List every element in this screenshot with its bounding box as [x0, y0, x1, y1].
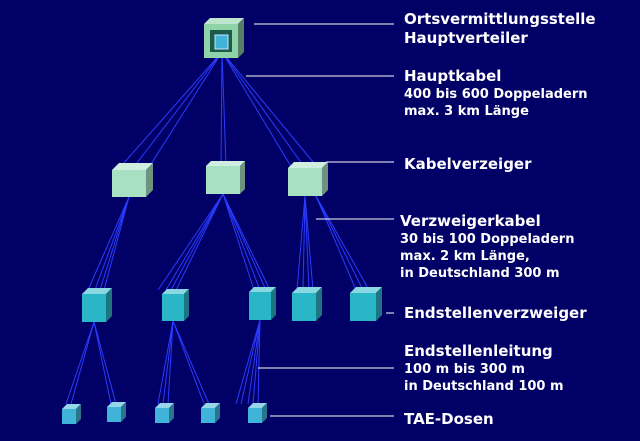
- tae-socket-icon: [107, 402, 126, 422]
- branch-cable-line: [222, 193, 255, 291]
- network-nodes: [62, 18, 382, 424]
- cabinet-box-icon: [112, 163, 153, 197]
- main-cable-label-title: Hauptkabel: [404, 67, 502, 85]
- branch-cable-label: Verzweigerkabel 30 bis 100 Doppeladern m…: [400, 211, 574, 282]
- branch-cable-line: [315, 195, 357, 291]
- branch-cable-line: [222, 193, 271, 291]
- distributor-box-icon: [82, 288, 112, 322]
- distributor-box-icon: [350, 287, 382, 321]
- exchange-building-icon: [204, 18, 244, 58]
- end-line-label: Endstellenleitung 100 m bis 300 m in Deu…: [404, 341, 564, 395]
- end-line-label-range: 100 m bis 300 m: [404, 362, 525, 377]
- branch-cable-line: [304, 195, 314, 291]
- branch-cable-line: [165, 193, 224, 291]
- distributor-box-icon: [292, 287, 322, 321]
- branch-cable-label-pairs: 30 bis 100 Doppeladern: [400, 232, 575, 247]
- end-line-cable: [70, 321, 95, 405]
- tae-socket-icon: [248, 403, 267, 423]
- branch-cable-label-title: Verzweigerkabel: [400, 212, 541, 230]
- main-cable-line: [221, 51, 227, 167]
- branch-cable-line: [315, 195, 364, 291]
- branch-cable-line: [170, 193, 224, 291]
- end-line-cable: [93, 321, 117, 405]
- tae-socket-icon: [155, 403, 174, 423]
- branch-cable-line: [296, 195, 306, 291]
- tae-socket-icon: [201, 403, 220, 423]
- cable-lines: [65, 51, 370, 405]
- end-line-cable: [257, 319, 261, 405]
- end-line-cable: [172, 320, 210, 405]
- end-line-cable: [240, 319, 261, 405]
- main-cable-line: [221, 51, 319, 169]
- exchange-label-line-1: Ortsvermittlungsstelle: [404, 10, 596, 28]
- sockets-label: TAE-Dosen: [404, 410, 494, 429]
- end-line-label-title: Endstellenleitung: [404, 342, 553, 360]
- tae-socket-icon: [62, 404, 81, 424]
- branch-cable-line: [94, 196, 130, 291]
- cabinet-label-title: Kabelverzeiger: [404, 155, 532, 173]
- end-distributor-label-title: Endstellenverzweiger: [404, 304, 587, 322]
- end-line-label-germany: in Deutschland 100 m: [404, 379, 564, 394]
- distributor-box-icon: [249, 287, 276, 320]
- branch-cable-line: [103, 196, 130, 291]
- branch-cable-label-length: max. 2 km Länge,: [400, 249, 530, 264]
- main-cable-line: [115, 51, 223, 173]
- main-cable-line: [221, 51, 306, 169]
- branch-cable-line: [315, 195, 370, 291]
- main-cable-label-pairs: 400 bis 600 Doppeladern: [404, 87, 588, 102]
- sockets-label-title: TAE-Dosen: [404, 410, 494, 428]
- exchange-label-line-2: Hauptverteiler: [404, 29, 528, 47]
- main-cable-label: Hauptkabel 400 bis 600 Doppeladern max. …: [404, 66, 588, 120]
- end-line-cable: [172, 320, 205, 405]
- branch-cable-line: [304, 195, 310, 291]
- end-line-cable: [162, 320, 174, 405]
- main-cable-line: [145, 51, 223, 173]
- cabinet-box-icon: [288, 162, 328, 196]
- end-line-cable: [157, 320, 174, 405]
- end-line-cable: [252, 319, 261, 405]
- main-cable-label-length: max. 3 km Länge: [404, 104, 529, 119]
- branch-cable-line: [222, 193, 261, 291]
- end-line-cable: [65, 321, 95, 405]
- branch-cable-line: [175, 193, 224, 291]
- branch-cable-line: [87, 196, 130, 291]
- end-line-cable: [247, 319, 261, 405]
- main-cable-line: [221, 51, 293, 169]
- end-distributor-label: Endstellenverzweiger: [404, 304, 587, 323]
- exchange-label: Ortsvermittlungsstelle Hauptverteiler: [404, 10, 596, 48]
- branch-cable-line: [157, 193, 224, 291]
- cabinet-label: Kabelverzeiger: [404, 155, 532, 174]
- main-cable-line: [220, 51, 223, 167]
- end-line-cable: [93, 321, 112, 405]
- branch-cable-line: [222, 193, 267, 291]
- branch-cable-label-germany: in Deutschland 300 m: [400, 266, 560, 281]
- end-line-cable: [167, 320, 174, 405]
- main-cable-line: [129, 51, 223, 173]
- cabinet-box-icon: [206, 161, 245, 194]
- end-line-cable: [235, 319, 261, 405]
- leader-lines: [246, 23, 394, 417]
- distributor-box-icon: [162, 289, 189, 321]
- branch-cable-line: [302, 195, 306, 291]
- branch-cable-line: [99, 196, 130, 291]
